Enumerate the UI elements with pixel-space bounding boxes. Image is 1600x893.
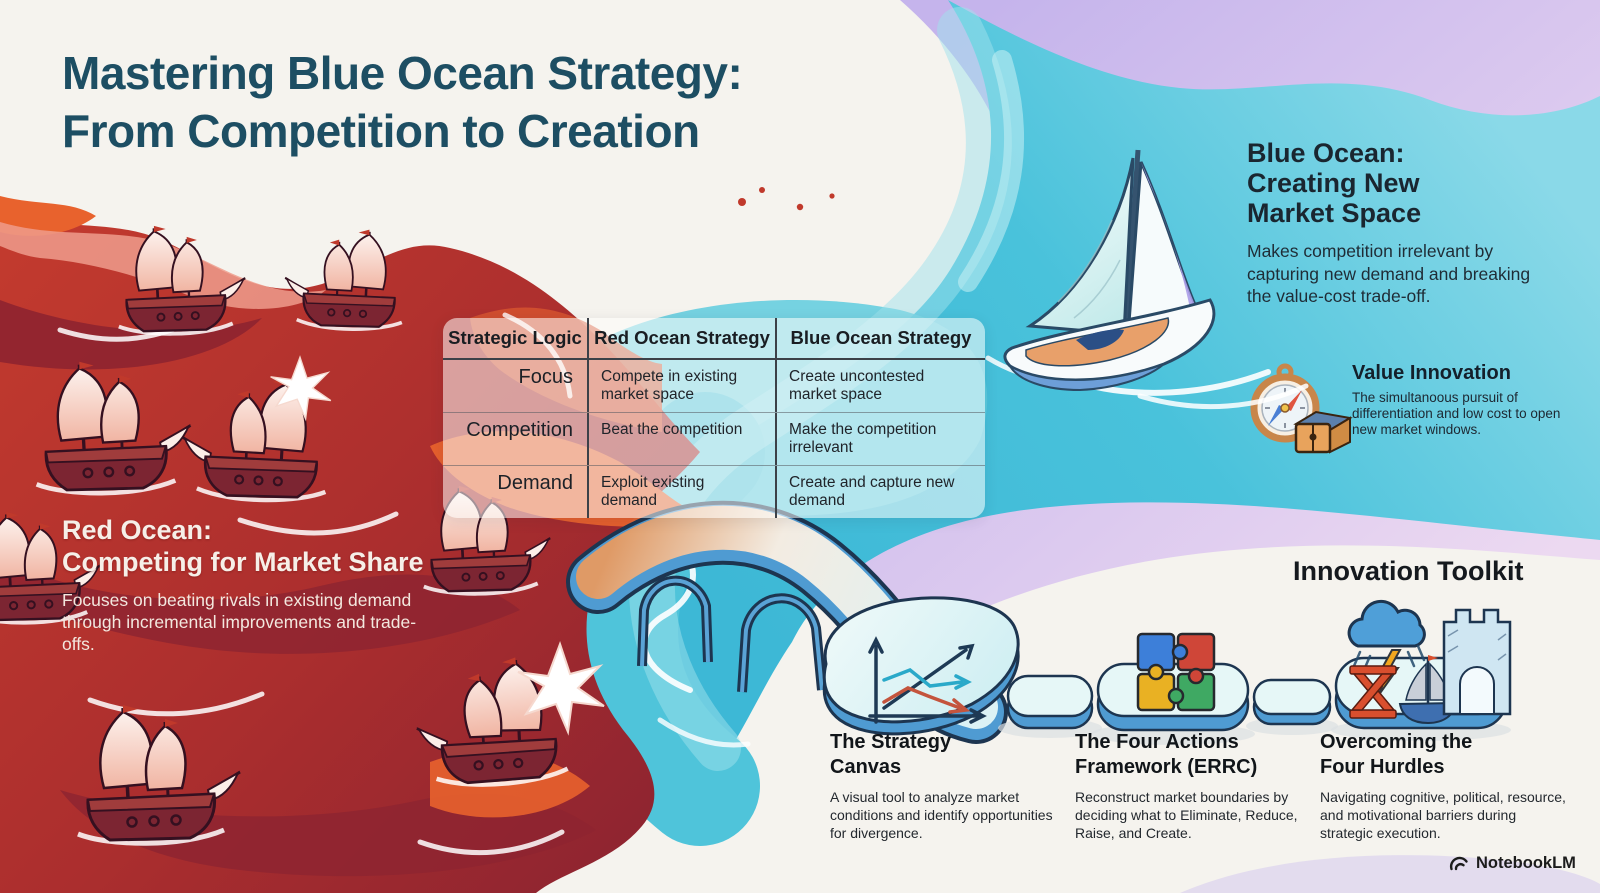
notebooklm-watermark: NotebookLM: [1448, 852, 1576, 874]
table-header-row: Strategic Logic Red Ocean Strategy Blue …: [443, 318, 985, 360]
table-header-blue-ocean: Blue Ocean Strategy: [775, 318, 985, 358]
stepping-stone: [1006, 674, 1094, 718]
red-ocean-description: Focuses on beating rivals in existing de…: [62, 590, 417, 654]
value-innovation-section: Value Innovation The simultanoous pursui…: [1352, 362, 1584, 437]
toolkit-item-description: A visual tool to analyze market conditio…: [830, 789, 1053, 841]
page-title: Mastering Blue Ocean Strategy: From Comp…: [62, 44, 743, 160]
splatter: [738, 187, 835, 211]
puzzle-pieces-icon: [1136, 632, 1216, 712]
innovation-toolkit-heading: Innovation Toolkit: [1293, 556, 1524, 586]
hurdle-barrier: [1349, 665, 1397, 719]
blue-ocean-description: Makes competition irrelevant by capturin…: [1247, 241, 1531, 306]
table-row-demand: Demand Exploit existing demand Create an…: [443, 465, 985, 518]
toolkit-item-title: The Strategy Canvas: [830, 731, 952, 778]
toolkit-item-title: Overcoming the Four Hurdles: [1320, 731, 1473, 778]
storm-hurdles-icon: [1347, 599, 1512, 725]
toolkit-item-strategy-canvas: The Strategy Canvas A visual tool to ana…: [830, 730, 1062, 842]
toolkit-item-description: Reconstruct market boundaries by decidin…: [1075, 789, 1298, 841]
strategy-comparison-table: Strategic Logic Red Ocean Strategy Blue …: [443, 318, 985, 518]
value-innovation-description: The simultanoous pursuit of differentiat…: [1352, 390, 1561, 437]
page-title-line: From Competition to Creation: [62, 105, 700, 157]
bridge-illustration: [566, 500, 1020, 744]
castle-wall: [1442, 608, 1512, 716]
compass-treasure-icon: [1250, 363, 1353, 454]
notebooklm-label: NotebookLM: [1476, 853, 1576, 872]
table-header-red-ocean: Red Ocean Strategy: [587, 318, 775, 358]
value-innovation-title: Value Innovation: [1352, 362, 1511, 384]
toolkit-item-title: The Four Actions Framework (ERRC): [1075, 731, 1258, 778]
lavender-swirl: [1180, 855, 1600, 893]
toolkit-item-four-actions: The Four Actions Framework (ERRC) Recons…: [1075, 730, 1321, 842]
notebooklm-icon: [1449, 856, 1468, 871]
toolkit-item-description: Navigating cognitive, political, resourc…: [1320, 789, 1566, 841]
page-title-line: Mastering Blue Ocean Strategy:: [62, 47, 743, 99]
strategy-canvas-chart-icon: [868, 636, 987, 724]
red-ocean-heading: Red Ocean: Competing for Market Share: [62, 515, 424, 577]
table-header-strategic-logic: Strategic Logic: [448, 327, 582, 348]
red-ocean-section: Red Ocean: Competing for Market Share Fo…: [62, 514, 432, 655]
blue-ocean-heading: Blue Ocean: Creating New Market Space: [1247, 138, 1422, 228]
blue-ocean-section: Blue Ocean: Creating New Market Space Ma…: [1247, 138, 1577, 308]
stepping-stone: [1252, 678, 1332, 716]
toolkit-item-four-hurdles: Overcoming the Four Hurdles Navigating c…: [1320, 730, 1572, 842]
table-row-competition: Competition Beat the competition Make th…: [443, 412, 985, 465]
table-row-focus: Focus Compete in existing market space C…: [443, 360, 985, 412]
sailboat-illustration: [985, 149, 1309, 410]
